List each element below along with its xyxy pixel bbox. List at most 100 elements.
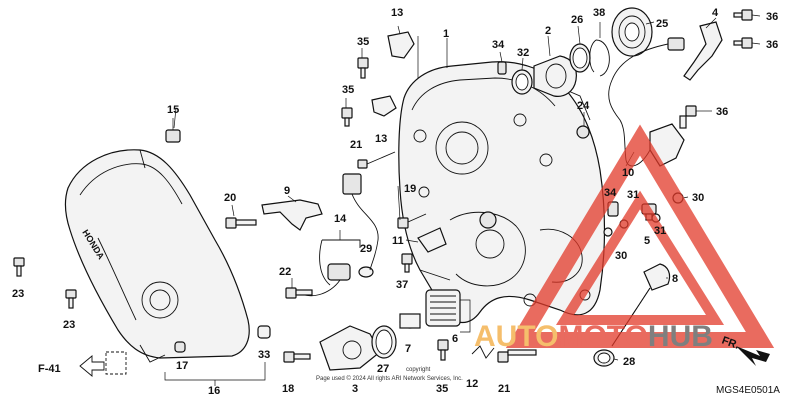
bolt-21-lower: [497, 349, 537, 363]
bolt-19: [397, 213, 427, 229]
callout-29: 29: [360, 243, 372, 255]
callout-1: 1: [443, 28, 449, 40]
bearing-holder-2: [533, 35, 577, 97]
bolt-35-middle: [341, 107, 353, 127]
clamp-13-lower: [371, 95, 397, 117]
callout-22: 22: [279, 266, 291, 278]
callout-24: 24: [577, 100, 590, 112]
oring-29: [358, 266, 374, 278]
gasket-17: [139, 341, 186, 363]
callout-21-upper: 21: [350, 139, 362, 151]
callout-7: 7: [405, 343, 411, 355]
callout-13-lower: 13: [375, 133, 387, 145]
callout-35-lower: 35: [436, 383, 448, 395]
washer-30-left: [603, 227, 613, 237]
pin-34-top: [497, 61, 507, 75]
front-marker: FR.: [720, 335, 741, 352]
callout-23-upper: 23: [12, 288, 24, 300]
callout-8: 8: [672, 273, 678, 285]
sensor-4: [608, 17, 723, 161]
plug-15: [165, 118, 181, 143]
bolt-35-lower: [437, 339, 449, 361]
callouts: 1 2 3 4 5 6 7 8 9 10 11 12 13 13 14 15 1…: [12, 7, 778, 397]
callout-30-left: 30: [615, 250, 627, 262]
front-arrow: FR.: [720, 335, 770, 366]
callout-35-upper: 35: [357, 36, 369, 48]
callout-32: 32: [517, 47, 529, 59]
bolt-36-lower: [679, 105, 697, 129]
bolt-23-upper: [13, 257, 25, 277]
oil-filter-7: [399, 313, 421, 329]
callout-3: 3: [352, 383, 358, 395]
bolt-36-mid: [733, 37, 753, 49]
callout-27: 27: [377, 363, 389, 375]
callout-9: 9: [284, 185, 290, 197]
oring-27: [371, 325, 397, 359]
bolt-35-upper: [357, 57, 369, 79]
bracket-9: [261, 195, 323, 231]
spring-12: [471, 345, 495, 359]
callout-2: 2: [545, 25, 551, 37]
dowel-33: [257, 325, 271, 339]
callout-36-lower: 36: [716, 106, 728, 118]
callout-20: 20: [224, 192, 236, 204]
callout-25: 25: [656, 18, 668, 30]
oil-filter-6: [425, 289, 471, 333]
bolt-20: [225, 217, 257, 229]
callout-34-right: 34: [604, 187, 617, 199]
callout-33: 33: [258, 349, 270, 361]
callout-16: 16: [208, 385, 220, 397]
callout-6: 6: [452, 333, 458, 345]
callout-13-upper: 13: [391, 7, 403, 19]
bearing-25: [611, 7, 653, 57]
callout-10: 10: [622, 167, 634, 179]
callout-30-right: 30: [692, 192, 704, 204]
copyright-line: Page used © 2024 All rights ARI Network …: [316, 375, 463, 382]
oring-28: [593, 349, 615, 367]
plate-11: [417, 227, 447, 253]
plate-3: [319, 325, 381, 371]
svg-text:AUTOMOTOHUB: AUTOMOTOHUB: [474, 320, 713, 353]
callout-23-lower: 23: [63, 319, 75, 331]
bolt-23-lower: [65, 289, 77, 309]
callout-37: 37: [396, 279, 408, 291]
callout-15: 15: [167, 104, 179, 116]
callout-36-mid: 36: [766, 39, 778, 51]
callout-35-middle: 35: [342, 84, 354, 96]
callout-36-top: 36: [766, 11, 778, 23]
copyright-word: copyright: [406, 367, 431, 373]
watermark-auto: AUTO: [474, 320, 558, 353]
watermark-moto: MOTO: [558, 320, 647, 353]
callout-4: 4: [712, 7, 719, 19]
bolt-21-upper: [357, 151, 396, 169]
callout-18: 18: [282, 383, 294, 395]
oil-seal-24: [576, 125, 590, 139]
callout-17: 17: [176, 360, 188, 372]
bolt-22: [285, 287, 313, 299]
bolt-36-top: [733, 9, 753, 21]
ref-arrow-f41: [79, 351, 127, 377]
left-crankcase-cover: HONDA: [64, 149, 250, 359]
callout-12: 12: [466, 378, 478, 390]
callout-11: 11: [392, 235, 404, 247]
ref-marker: F-41: [38, 363, 61, 375]
oring-26: [569, 43, 591, 73]
callout-26: 26: [571, 14, 583, 26]
callout-14: 14: [334, 213, 347, 225]
bolt-18: [283, 351, 311, 363]
right-crankcase-cover: [398, 61, 606, 324]
circlip-38: [589, 39, 610, 77]
callout-28: 28: [623, 356, 635, 368]
callout-5: 5: [644, 235, 650, 247]
callout-31-lower: 31: [654, 225, 666, 237]
callout-21-lower: 21: [498, 383, 510, 395]
diagram-code: MGS4E0501A: [716, 385, 780, 396]
connector-wire: [342, 173, 379, 271]
callout-19: 19: [404, 183, 416, 195]
callout-38: 38: [593, 7, 605, 19]
bolt-37: [401, 253, 413, 273]
sensor-14: [299, 239, 361, 297]
watermark: AUTOMOTOHUB: [474, 124, 775, 353]
oring-32: [511, 69, 533, 95]
